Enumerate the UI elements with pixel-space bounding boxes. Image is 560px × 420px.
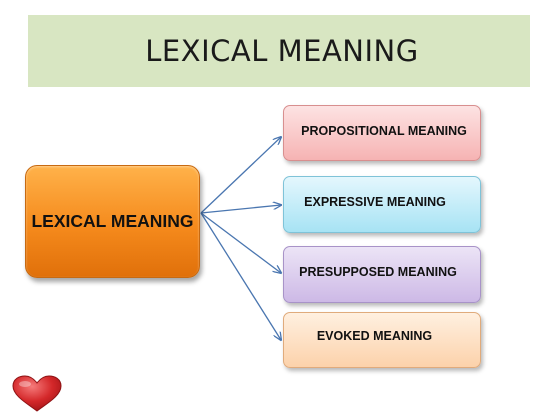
arrow-to-expressive xyxy=(200,205,281,214)
arrow-to-propositional xyxy=(200,137,281,214)
node-presupposed-label: PRESUPPOSED MEANING xyxy=(299,265,457,279)
node-expressive-meaning: EXPRESSIVE MEANING xyxy=(283,176,481,233)
node-evoked-label: EVOKED MEANING xyxy=(316,329,433,343)
arrow-to-evoked xyxy=(200,212,281,340)
arrow-to-presupposed xyxy=(200,212,281,273)
heart-icon xyxy=(12,375,62,412)
title-banner: LEXICAL MEANING xyxy=(28,15,530,87)
node-propositional-label: PROPOSITIONAL MEANING xyxy=(301,124,467,138)
node-evoked-meaning: EVOKED MEANING xyxy=(283,312,481,368)
node-propositional-meaning: PROPOSITIONAL MEANING xyxy=(283,105,481,161)
node-expressive-label: EXPRESSIVE MEANING xyxy=(304,195,446,209)
node-presupposed-meaning: PRESUPPOSED MEANING xyxy=(283,246,481,303)
main-node: LEXICAL MEANING xyxy=(25,165,200,278)
main-node-label: LEXICAL MEANING xyxy=(31,211,194,231)
page-title: LEXICAL MEANING xyxy=(145,34,419,68)
